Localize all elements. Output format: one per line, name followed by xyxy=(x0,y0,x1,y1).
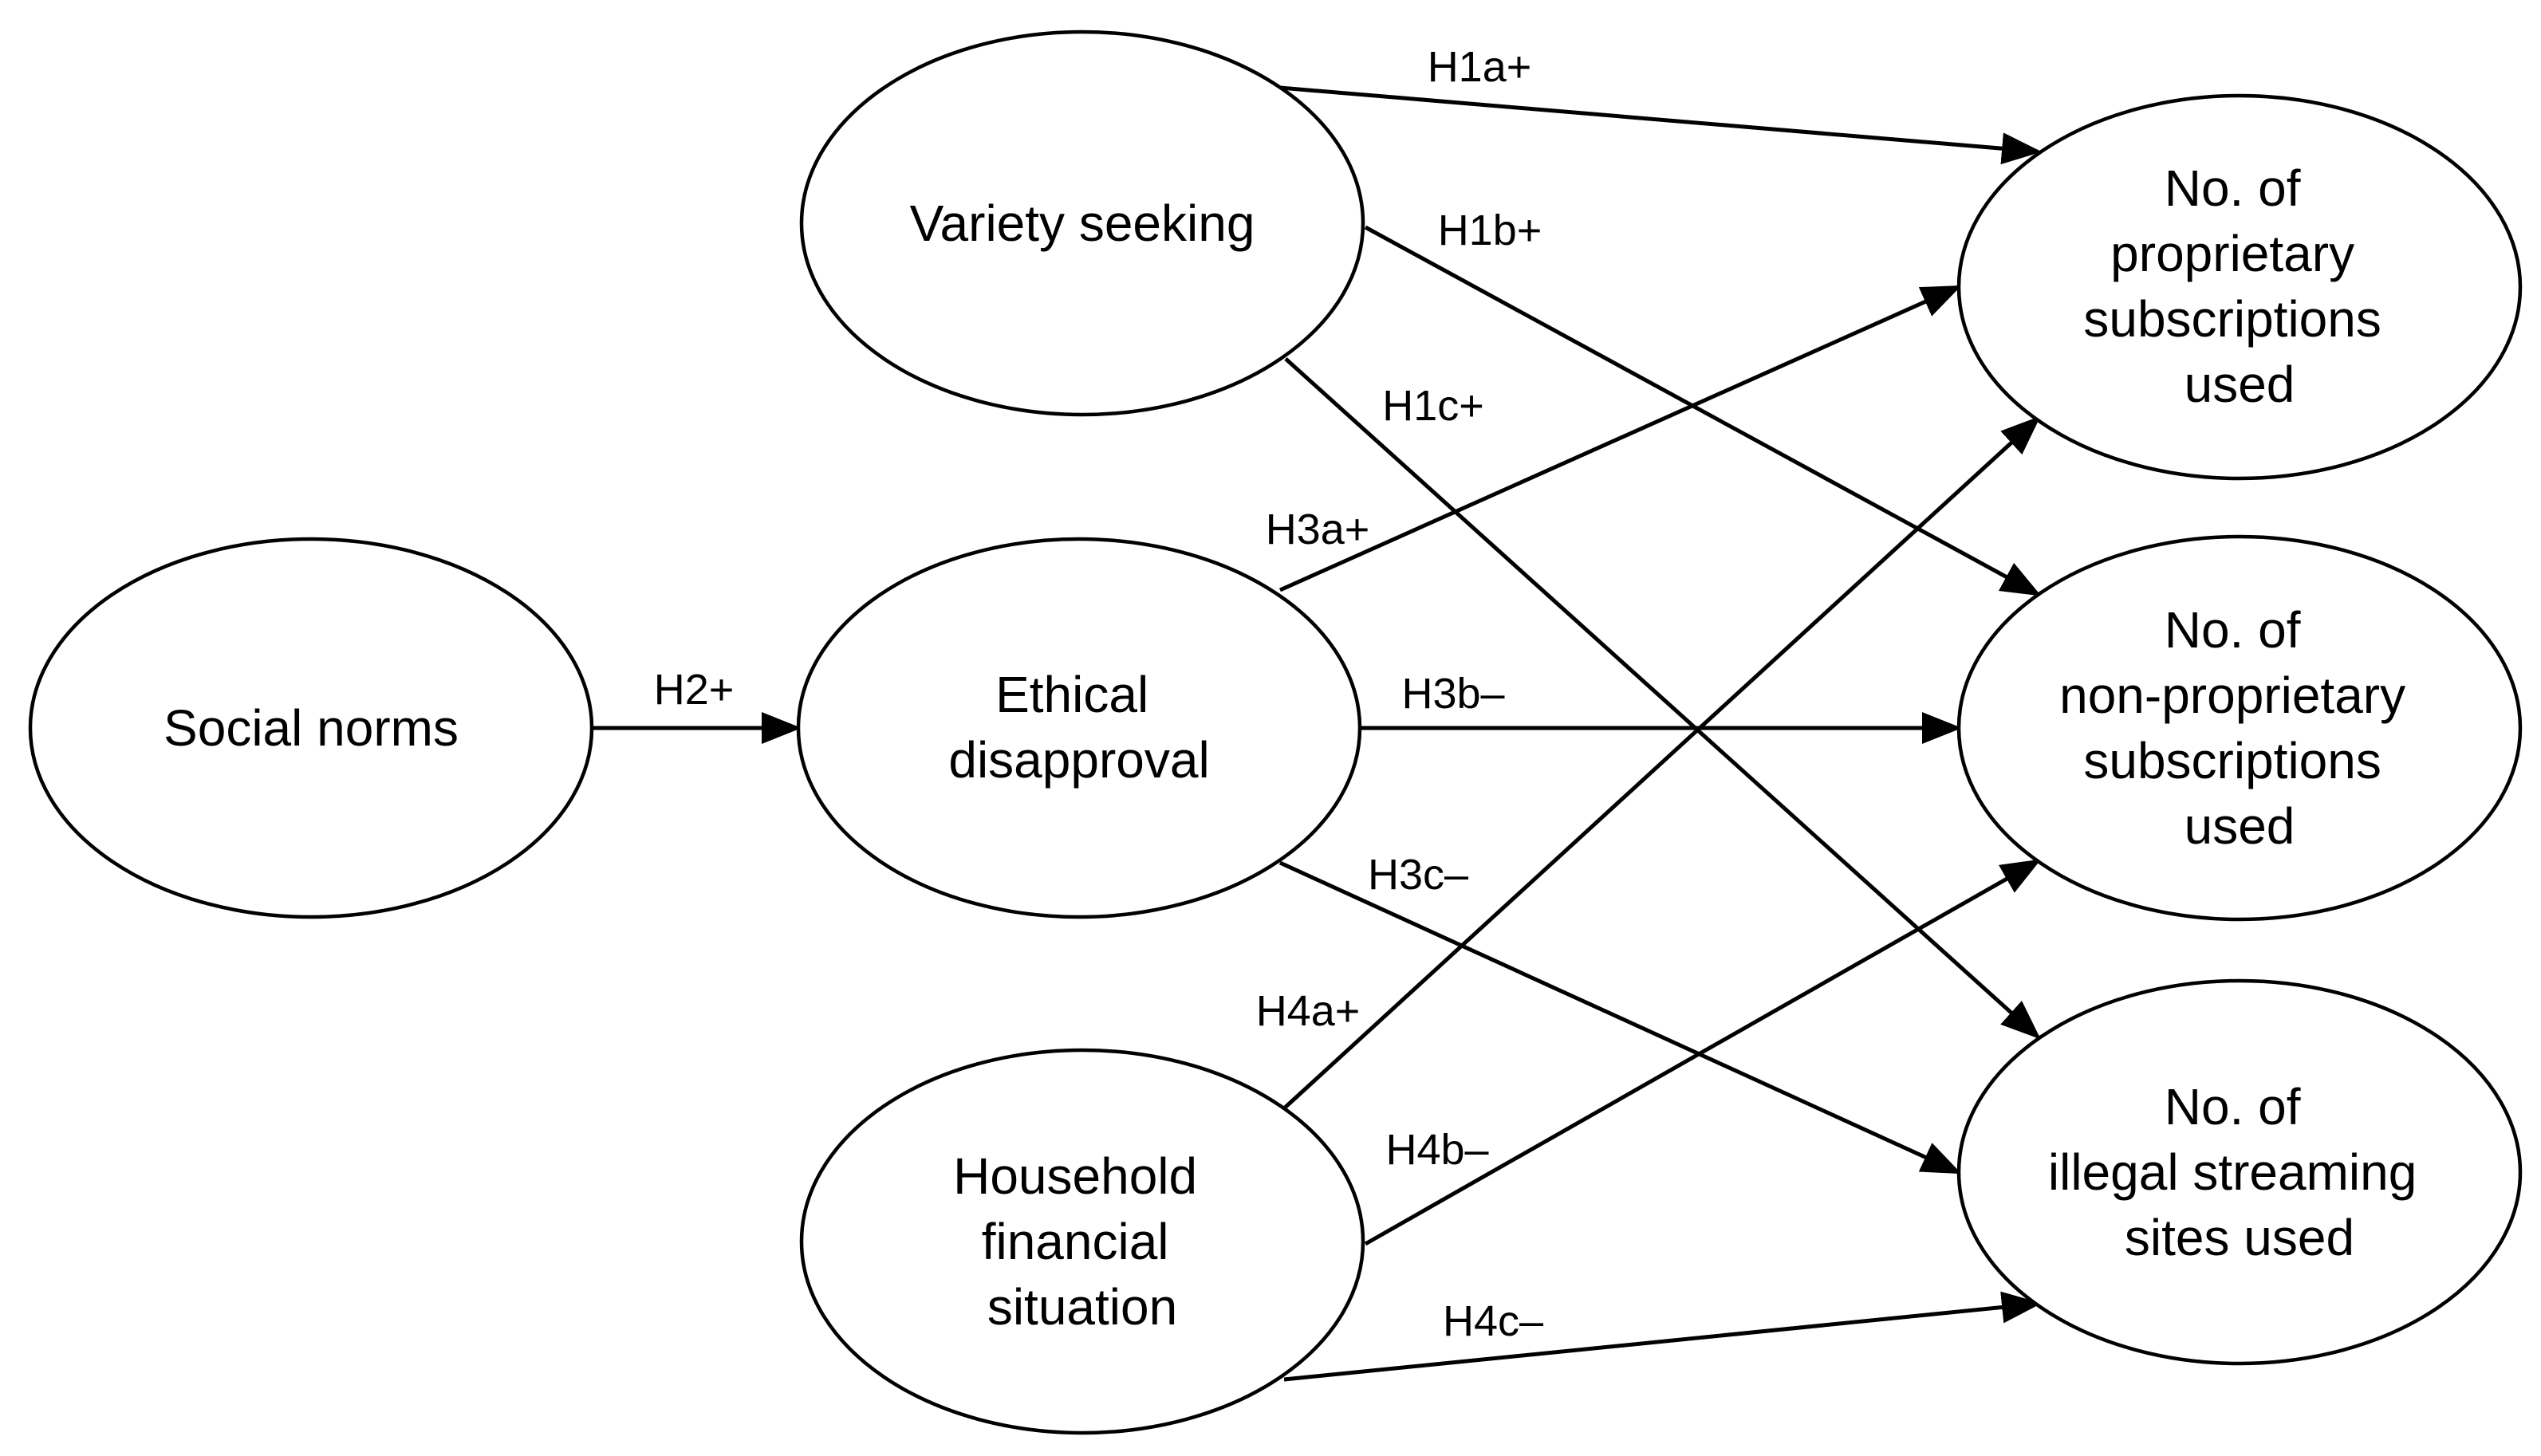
edge-label-h4b: H4b– xyxy=(1385,1126,1488,1174)
node-label-non-proprietary-subscriptions: No. of non-proprietary subscriptions use… xyxy=(2059,601,2420,855)
node-social-norms: Social norms xyxy=(28,537,594,919)
node-proprietary-subscriptions: No. of proprietary subscriptions used xyxy=(1956,93,2523,481)
node-variety-seeking: Variety seeking xyxy=(799,30,1365,417)
edge-h1a xyxy=(1279,85,2042,165)
edge-h1b xyxy=(1364,225,2042,596)
nodes: Social norms Variety seeking Ethical dis… xyxy=(28,30,2523,1435)
edge-label-h1c: H1c+ xyxy=(1382,382,1484,430)
node-illegal-streaming-sites: No. of illegal streaming sites used xyxy=(1956,978,2523,1366)
edge-h4c xyxy=(1283,1291,2042,1382)
edge-h4b xyxy=(1364,859,2042,1246)
edge-label-h2: H2+ xyxy=(654,666,735,714)
node-label-ethical-disapproval: Ethical disapproval xyxy=(948,666,1209,789)
node-label-social-norms: Social norms xyxy=(163,699,459,757)
node-household-financial-situation: Household financial situation xyxy=(799,1048,1365,1435)
edge-label-h1a: H1a+ xyxy=(1428,43,1532,91)
edge-labels: H2+ H1a+ H1b+ H1c+ H3a+ H3b– H3c– H4a+ H… xyxy=(654,43,1543,1345)
edge-h4a xyxy=(1282,415,2041,1110)
edge-h3c xyxy=(1278,860,1962,1175)
node-ethical-disapproval: Ethical disapproval xyxy=(796,537,1362,919)
edge-h3a xyxy=(1278,285,1962,592)
edge-label-h1b: H1b+ xyxy=(1438,207,1542,254)
node-label-proprietary-subscriptions: No. of proprietary subscriptions used xyxy=(2083,159,2395,413)
node-label-variety-seeking: Variety seeking xyxy=(910,195,1255,252)
node-non-proprietary-subscriptions: No. of non-proprietary subscriptions use… xyxy=(1956,534,2523,922)
edge-label-h4c: H4c– xyxy=(1443,1297,1543,1345)
edges xyxy=(590,85,2042,1382)
edge-label-h3b: H3b– xyxy=(1401,670,1504,718)
node-label-household-financial-situation: Household financial situation xyxy=(953,1147,1211,1336)
edge-h1c xyxy=(1284,357,2041,1040)
edge-label-h4a: H4a+ xyxy=(1256,987,1361,1035)
node-label-illegal-streaming-sites: No. of illegal streaming sites used xyxy=(2048,1078,2431,1266)
edge-label-h3c: H3c– xyxy=(1368,851,1468,899)
edge-label-h3a: H3a+ xyxy=(1266,506,1370,553)
